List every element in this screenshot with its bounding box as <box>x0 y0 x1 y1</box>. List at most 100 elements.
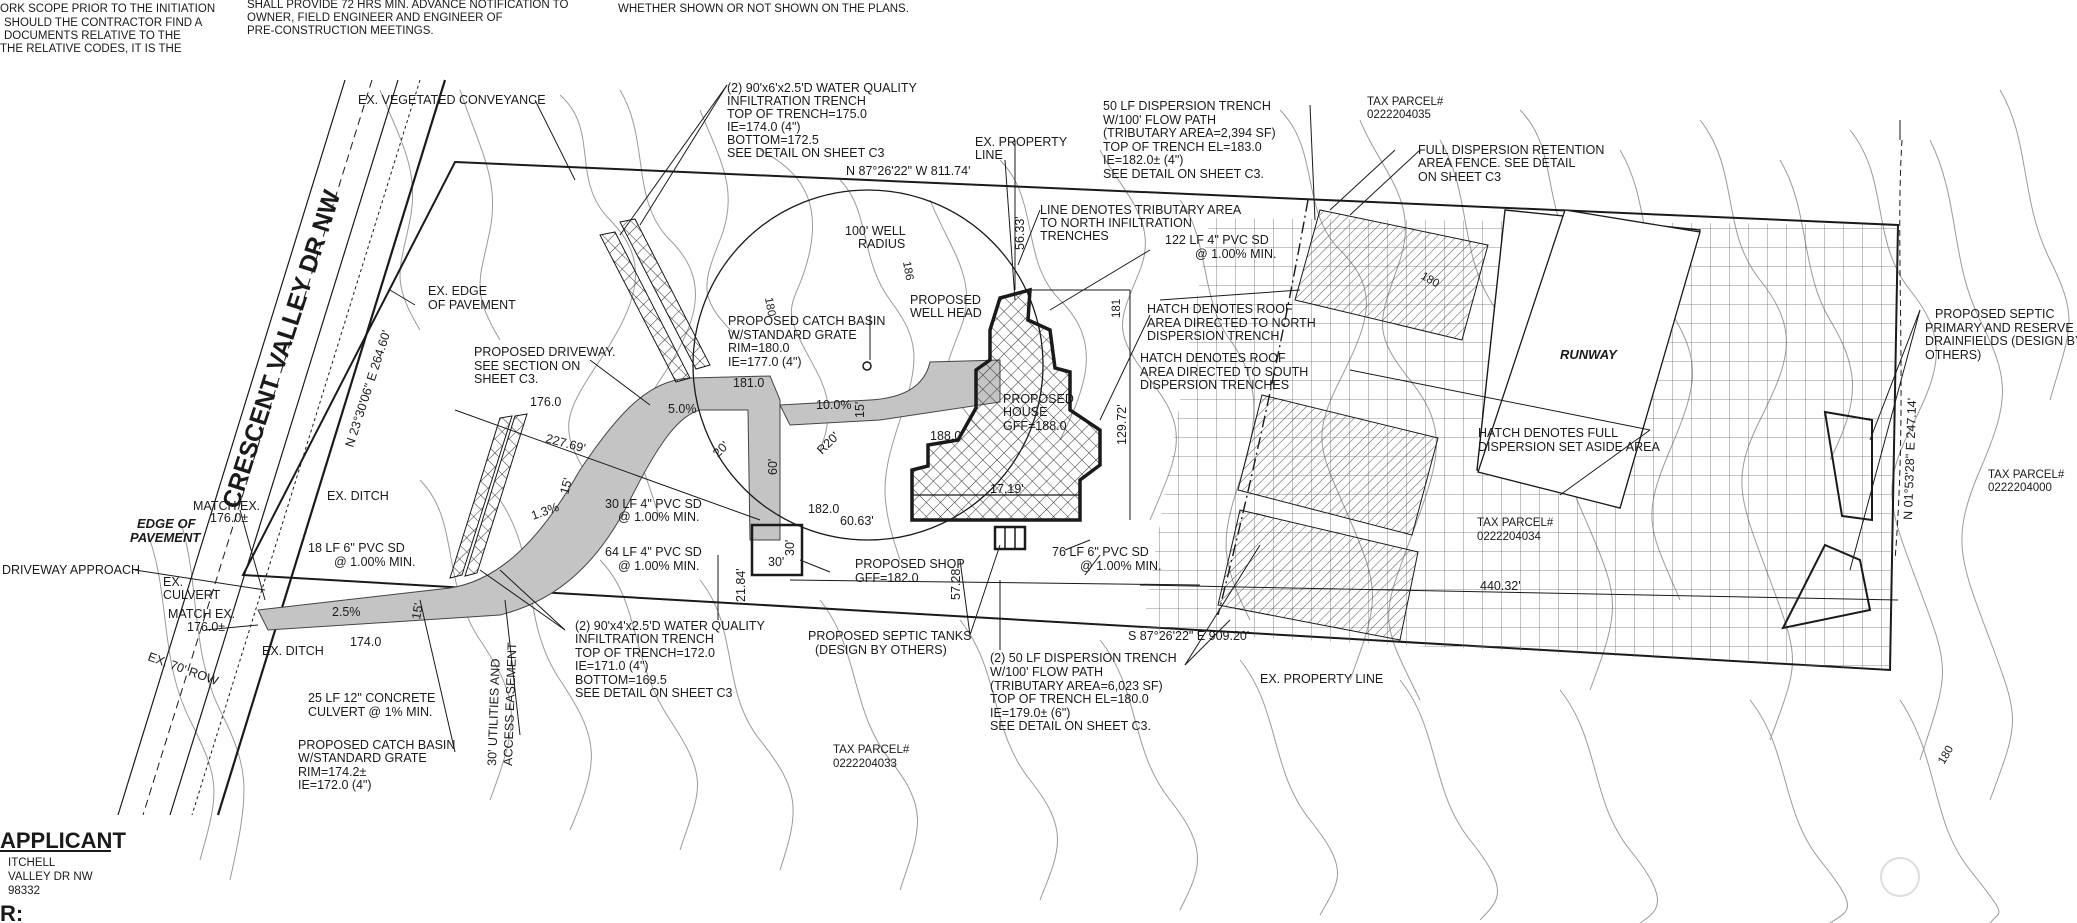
trench-north-l2: INFILTRATION TRENCH <box>727 94 866 108</box>
driveway-l1: PROPOSED DRIVEWAY. <box>474 345 615 359</box>
well-radius-l2: RADIUS <box>858 237 905 251</box>
ex-culvert-l1: EX. <box>163 575 183 589</box>
dispersion-2x50-l5: IE=179.0± (6") <box>990 706 1070 720</box>
north-boundary-bearing: N 87°26'22" W 811.74' <box>846 164 970 178</box>
elev-182: 182.0 <box>808 502 839 516</box>
parcel-south-number: 0222204033 <box>833 758 897 770</box>
dim-30a: 30' <box>768 555 784 569</box>
pvc-122-l2: @ 1.00% MIN. <box>1195 247 1276 261</box>
house-l3: GFF=188.0 <box>1003 419 1067 433</box>
dim-15b: 15' <box>557 476 575 495</box>
contour-180c: 180 <box>1936 744 1956 767</box>
fence-l2: AREA FENCE. SEE DETAIL <box>1418 156 1576 170</box>
pvc-122-l1: 122 LF 4" PVC SD <box>1165 233 1269 247</box>
dim-227: 227.69' <box>544 431 587 455</box>
elev-181: 181.0 <box>733 376 764 390</box>
septic-drainfields <box>1781 410 1873 630</box>
dim-21-84: 21.84' <box>734 568 748 602</box>
crescent-valley-road <box>117 79 447 816</box>
catch-basin-top-l2: W/STANDARD GRATE <box>728 328 857 342</box>
dispersion-50-l5: IE=182.0± (4") <box>1103 153 1183 167</box>
easement-l1: 30' UTILITIES AND <box>485 658 503 766</box>
elev-188: 188.0 <box>930 429 961 443</box>
dim-56-33: 56.33' <box>1013 216 1027 250</box>
pvc-18-l1: 18 LF 6" PVC SD <box>308 541 405 555</box>
edge-pavement-l2: PAVEMENT <box>130 530 201 545</box>
infiltration-trenches-north <box>599 218 711 383</box>
hatch-full-l1: HATCH DENOTES FULL <box>1478 426 1618 440</box>
trench-north-l3: TOP OF TRENCH=175.0 <box>727 107 867 121</box>
dispersion-2x50-l1: (2) 50 LF DISPERSION TRENCH <box>990 651 1177 665</box>
ex-ditch-lower-label: EX. DITCH <box>262 644 324 658</box>
slope-2-5pct: 2.5% <box>332 605 361 619</box>
full-dispersion-set-aside-area <box>1142 209 1898 670</box>
trench-south-l1: (2) 90'x4'x2.5'D WATER QUALITY <box>575 619 766 633</box>
veg-conveyance-label: EX. VEGETATED CONVEYANCE <box>358 93 546 107</box>
trench-north-l6: SEE DETAIL ON SHEET C3 <box>727 146 885 160</box>
house-l1: PROPOSED <box>1003 392 1074 406</box>
driveway-l2: SEE SECTION ON <box>474 359 580 373</box>
dispersion-50-l4: TOP OF TRENCH EL=183.0 <box>1103 140 1262 154</box>
catch-basin-top-l1: PROPOSED CATCH BASIN <box>728 314 885 328</box>
ex-property-line-l1: EX. PROPERTY <box>975 135 1068 149</box>
applicant-line2: VALLEY DR NW <box>8 871 93 883</box>
dispersion-2x50-l3: (TRIBUTARY AREA=6,023 SF) <box>990 679 1163 693</box>
elev-174: 174.0 <box>350 635 381 649</box>
pvc-76-l1: 76 LF 6" PVC SD <box>1052 545 1149 559</box>
dispersion-2x50-l6: SEE DETAIL ON SHEET C3. <box>990 719 1151 733</box>
ex-edge-l2: OF PAVEMENT <box>428 298 516 312</box>
parcel-north-label: TAX PARCEL# <box>1367 96 1444 108</box>
parcel-east-label: TAX PARCEL# <box>1988 469 2065 481</box>
note-left-line1: ORK SCOPE PRIOR TO THE INITIATION <box>0 3 215 15</box>
dim-129-72: 129.72' <box>1115 404 1129 445</box>
edge-pavement-l1: EDGE OF <box>137 516 197 531</box>
slope-5pct: 5.0% <box>668 402 697 416</box>
drawing-callouts: EX. VEGETATED CONVEYANCE (2) 90'x6'x2.5'… <box>2 81 2077 792</box>
plan-linework <box>454 120 1901 650</box>
applicant-block: APPLICANT ITCHELL VALLEY DR NW 98332 R: <box>0 828 126 923</box>
driveway-l3: SHEET C3. <box>474 372 538 386</box>
hatch-south-l3: DISPERSION TRENCHES <box>1140 378 1289 392</box>
applicant-heading: APPLICANT <box>0 828 126 853</box>
dimension-440: 440.32' <box>1480 579 1521 593</box>
dim-30b: 30' <box>783 540 797 556</box>
note-left-line3: DOCUMENTS RELATIVE TO THE <box>4 30 181 42</box>
proposed-shop <box>750 523 804 577</box>
hatch-north-l3: DISPERSION TRENCH <box>1147 329 1279 343</box>
driveway-approach-label: DRIVEWAY APPROACH <box>2 563 140 577</box>
hatch-south-l2: AREA DIRECTED TO SOUTH <box>1140 365 1308 379</box>
match-lower-l2: 176.0± <box>187 620 225 634</box>
parcel-site-number: 0222204034 <box>1477 531 1542 543</box>
easement-l2: ACCESS EASEMENT <box>501 642 519 766</box>
ex-property-line-south: EX. PROPERTY LINE <box>1260 672 1383 686</box>
dim-57-28: 57.28' <box>949 566 963 600</box>
ex-property-line-l2: LINE <box>975 148 1003 162</box>
hatch-south-l1: HATCH DENOTES ROOF <box>1140 351 1286 365</box>
ex-culvert-l2: CULVERT <box>163 588 221 602</box>
match-upper-l2: 176.0± <box>210 511 248 525</box>
proposed-house <box>910 287 1102 522</box>
note-middle-line3: PRE-CONSTRUCTION MEETINGS. <box>247 25 434 37</box>
match-lower-l1: MATCH EX. <box>168 607 235 621</box>
note-left-line4: THE RELATIVE CODES, IT IS THE <box>0 43 182 55</box>
trench-south-l6: SEE DETAIL ON SHEET C3 <box>575 686 733 700</box>
septic-drainfields-l1: PROPOSED SEPTIC <box>1935 307 2054 321</box>
fence-l3: ON SHEET C3 <box>1418 170 1501 184</box>
infiltration-trenches-south <box>449 413 528 579</box>
applicant-line3: 98332 <box>8 885 40 897</box>
dim-15a: 15' <box>853 402 867 418</box>
dispersion-50-l1: 50 LF DISPERSION TRENCH <box>1103 99 1271 113</box>
parcel-south-label: TAX PARCEL# <box>833 744 910 756</box>
shop-l1: PROPOSED SHOP <box>855 557 965 571</box>
note-left-line2: SHOULD THE CONTRACTOR FIND A <box>4 17 203 29</box>
note-middle-line1: SHALL PROVIDE 72 HRS MIN. ADVANCE NOTIFI… <box>247 0 568 11</box>
concrete-culvert-l2: CULVERT @ 1% MIN. <box>308 705 433 719</box>
catch-basin-top-l4: IE=177.0 (4") <box>728 355 802 369</box>
tributary-north-l2: TO NORTH INFILTRATION <box>1040 216 1192 230</box>
contour-180a: 180 <box>762 296 777 317</box>
tributary-north-l3: TRENCHES <box>1040 229 1109 243</box>
driveway <box>257 375 781 631</box>
dispersion-trench-hatch-areas <box>1217 209 1489 641</box>
dispersion-50-l3: (TRIBUTARY AREA=2,394 SF) <box>1103 126 1276 140</box>
